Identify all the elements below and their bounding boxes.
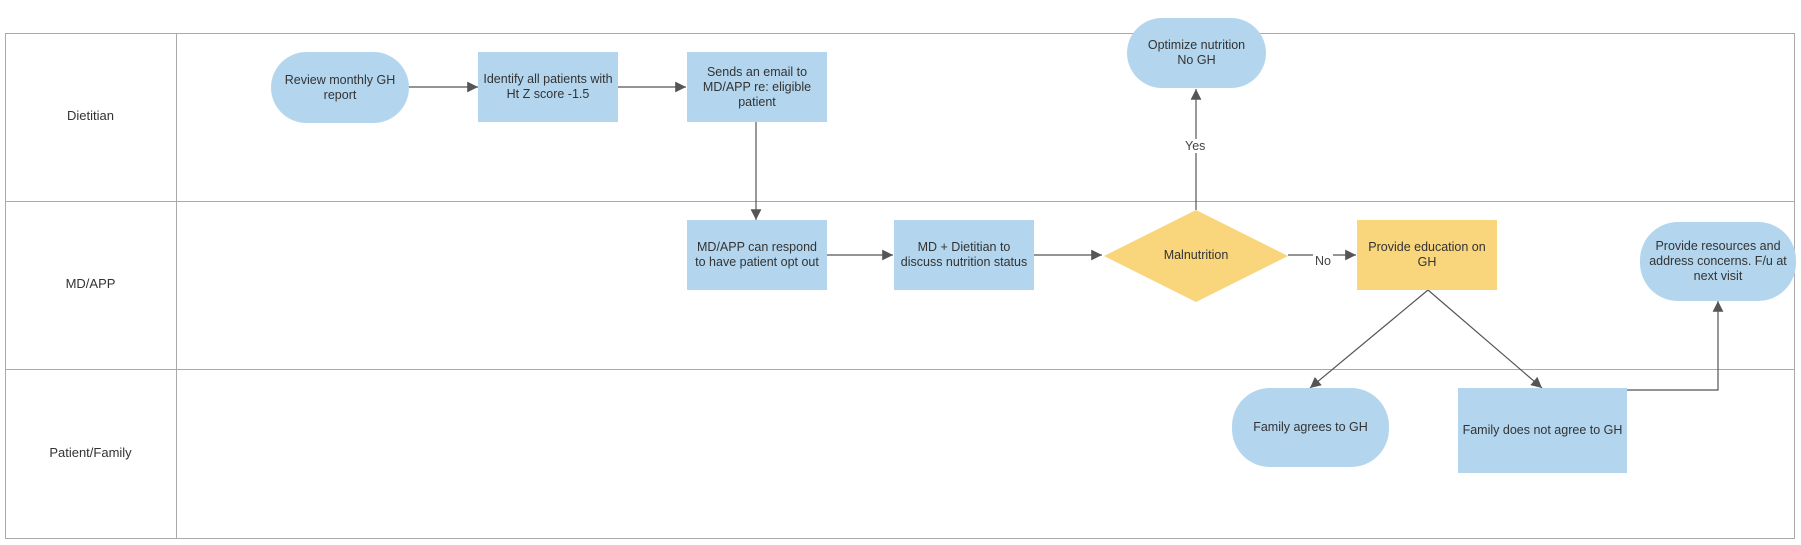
node-md-opt-out-label: MD/APP can respond to have patient opt o… xyxy=(695,240,819,269)
node-optimize-nutrition[interactable]: Optimize nutrition No GH xyxy=(1127,18,1266,88)
node-review-monthly-report[interactable]: Review monthly GH report xyxy=(271,52,409,123)
lane-label-md-app: MD/APP xyxy=(65,276,116,291)
node-provide-education-label: Provide education on GH xyxy=(1368,240,1486,269)
node-review-monthly-report-label: Review monthly GH report xyxy=(284,72,396,102)
swimlane-grid xyxy=(5,33,1795,539)
node-provide-resources-label: Provide resources and address concerns. … xyxy=(1649,239,1787,283)
lane-label-dietitian: Dietitian xyxy=(67,108,114,123)
edge-education-to-family-not-agree xyxy=(1427,289,1543,389)
node-family-not-agree-label: Family does not agree to GH xyxy=(1462,423,1623,437)
node-identify-patients-label: Identify all patients with Ht Z score -1… xyxy=(483,72,613,101)
node-md-dietitian-discuss-label: MD + Dietitian to discuss nutrition stat… xyxy=(900,240,1028,269)
node-family-agrees-label: Family agrees to GH xyxy=(1253,420,1368,434)
node-identify-patients[interactable]: Identify all patients with Ht Z score -1… xyxy=(478,52,618,122)
lane-label-patient-family: Patient/Family xyxy=(49,445,132,460)
node-optimize-nutrition-label: Optimize nutrition No GH xyxy=(1147,38,1246,67)
edge-label-yes: Yes xyxy=(1183,139,1208,153)
pool-border xyxy=(5,33,1795,539)
node-family-agrees[interactable]: Family agrees to GH xyxy=(1232,388,1389,467)
edge-not-agree-to-resources xyxy=(1627,301,1724,391)
node-provide-education[interactable]: Provide education on GH xyxy=(1357,220,1497,290)
connectors xyxy=(408,81,1724,391)
malnutrition-decision-shape xyxy=(1104,210,1288,302)
node-malnutrition-label: Malnutrition xyxy=(1163,248,1229,262)
edge-label-no: No xyxy=(1313,254,1333,268)
node-family-not-agree[interactable]: Family does not agree to GH xyxy=(1458,388,1627,473)
node-md-dietitian-discuss[interactable]: MD + Dietitian to discuss nutrition stat… xyxy=(894,220,1034,290)
node-send-email[interactable]: Sends an email to MD/APP re: eligible pa… xyxy=(687,52,827,122)
node-md-opt-out[interactable]: MD/APP can respond to have patient opt o… xyxy=(687,220,827,290)
edge-education-to-family-agrees xyxy=(1309,289,1429,389)
node-provide-resources[interactable]: Provide resources and address concerns. … xyxy=(1640,222,1796,301)
node-send-email-label: Sends an email to MD/APP re: eligible pa… xyxy=(702,64,812,109)
